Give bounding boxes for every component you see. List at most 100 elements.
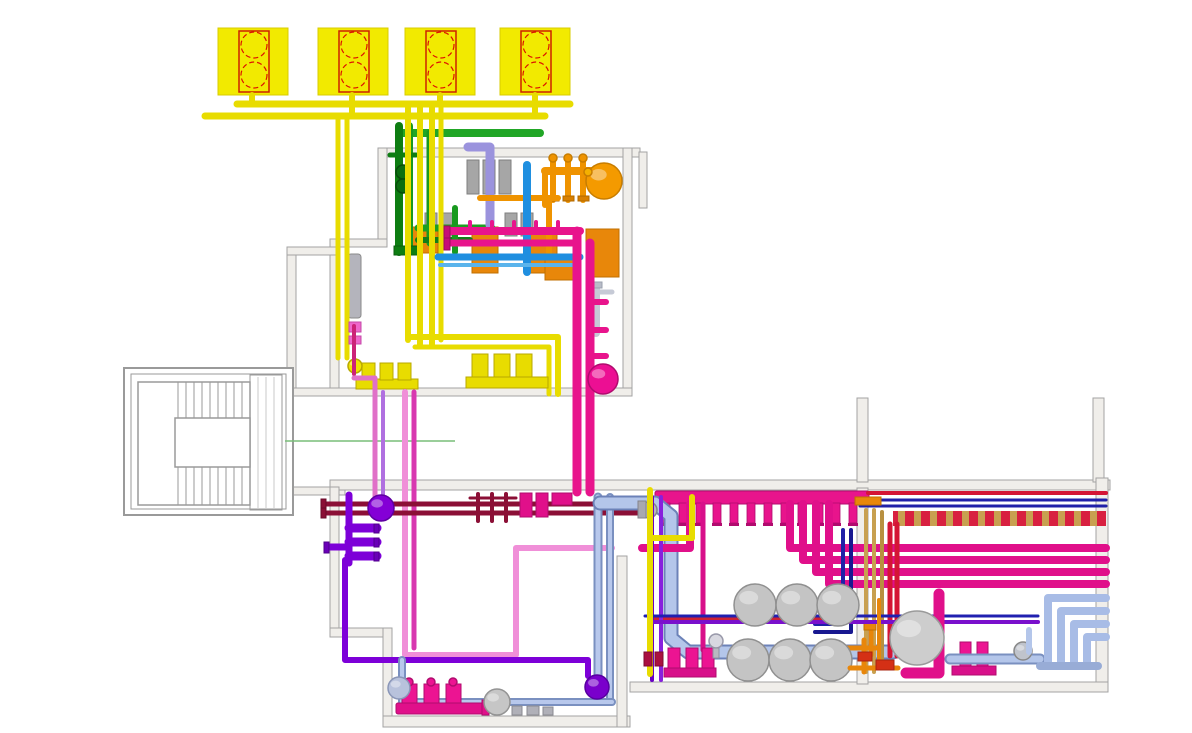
wall-segment xyxy=(286,246,340,256)
unit-fan-housing xyxy=(338,30,370,93)
gray-sphere-tank xyxy=(816,583,860,627)
gray-sphere-tank xyxy=(768,638,812,682)
gray-panel xyxy=(347,253,362,319)
purple-cap xyxy=(373,523,380,534)
purple-cap xyxy=(373,537,380,548)
wall-segment xyxy=(329,486,340,637)
pipe-yellow xyxy=(412,344,552,397)
gray-blue-sphere xyxy=(387,676,411,700)
pump-motor xyxy=(426,677,436,687)
pipe-periwinkle-riser xyxy=(1083,633,1110,666)
pipe-bank-hanger xyxy=(962,511,969,526)
pipe-magenta xyxy=(786,500,1110,552)
large-gray-sphere xyxy=(889,610,945,666)
pipe-magenta xyxy=(812,500,1110,576)
stub-cap xyxy=(678,523,688,526)
gray-sphere-tank xyxy=(733,583,777,627)
sphere-highlight xyxy=(732,645,752,660)
orange-tank xyxy=(585,162,623,200)
gray-sphere xyxy=(483,688,511,716)
maroon-valve xyxy=(643,651,653,667)
pipe-bank-hanger xyxy=(946,511,953,526)
gray-equipment xyxy=(466,159,480,195)
pipe-bank-hanger xyxy=(978,511,985,526)
pipe-bank-hanger xyxy=(1074,511,1081,526)
sphere-highlight xyxy=(371,499,383,508)
fan-icon xyxy=(522,61,550,89)
stub-cap xyxy=(746,523,756,526)
yellow-pump xyxy=(493,353,511,378)
magenta-sphere xyxy=(587,363,619,395)
gray-fitting xyxy=(526,705,540,716)
magenta-pump xyxy=(445,683,462,704)
pipe-periwinkle-riser xyxy=(1057,607,1110,666)
pipe-bank-hanger xyxy=(1090,511,1097,526)
magenta-pump xyxy=(701,647,715,669)
unit-fan-housing xyxy=(520,30,552,93)
yellow-pump-header xyxy=(465,376,549,389)
gray-fitting xyxy=(637,500,647,519)
maroon-valve xyxy=(654,651,664,667)
valve-handwheel xyxy=(708,633,724,649)
magenta-header-stubs xyxy=(712,502,722,524)
stair-outline xyxy=(249,374,283,511)
wall-segment xyxy=(638,151,648,209)
sphere-highlight xyxy=(896,619,922,638)
wall-segment xyxy=(856,397,869,483)
gray-fitting xyxy=(542,706,554,716)
magenta-flange xyxy=(443,237,451,251)
orange-flange xyxy=(562,195,575,202)
sphere-highlight xyxy=(1016,644,1025,651)
pipe-pink xyxy=(402,389,615,658)
magenta-header-stubs xyxy=(848,502,858,524)
fan-icon xyxy=(340,61,368,89)
yellow-pump xyxy=(515,353,533,378)
pipe-periwinkle-riser xyxy=(1044,594,1110,666)
magenta-header-stubs xyxy=(831,502,841,524)
wall-segment xyxy=(616,555,628,728)
purple-sphere xyxy=(584,674,610,700)
sphere-highlight xyxy=(815,645,835,660)
orange-cap xyxy=(578,153,588,163)
stub-cap xyxy=(780,523,790,526)
pipe-periwinkle-riser xyxy=(1070,620,1110,666)
pipe-magenta xyxy=(900,588,945,679)
sphere-highlight xyxy=(487,693,499,702)
gray-fitting xyxy=(511,705,523,716)
fan-icon xyxy=(427,61,455,89)
stair-outline xyxy=(174,417,251,468)
magenta-header-stubs xyxy=(746,502,756,524)
wall-segment xyxy=(382,627,393,727)
valve-body xyxy=(712,647,720,659)
magenta-flange xyxy=(443,225,451,239)
gray-sphere-tank xyxy=(809,638,853,682)
magenta-pump xyxy=(685,647,699,669)
pipe-bank-hanger xyxy=(914,511,921,526)
pipe-magenta xyxy=(825,500,1110,588)
pipe-bank-hanger xyxy=(1010,511,1017,526)
magenta-fitting xyxy=(551,492,573,506)
sphere-highlight xyxy=(390,680,401,688)
fan-icon xyxy=(240,31,268,59)
sphere-highlight xyxy=(781,590,801,605)
stub-cap xyxy=(712,523,722,526)
purple-sphere xyxy=(367,494,395,522)
orange-cap xyxy=(563,153,573,163)
pipe-bank-hanger xyxy=(898,511,905,526)
wall-segment xyxy=(629,681,1109,693)
wall-segment xyxy=(329,479,1111,491)
magenta-header-stubs xyxy=(729,502,739,524)
fan-icon xyxy=(340,31,368,59)
wall-segment xyxy=(1092,397,1105,483)
yellow-pump xyxy=(397,362,412,381)
gray-equipment xyxy=(498,159,512,195)
pipe-bank-hanger xyxy=(930,511,937,526)
stub-cap xyxy=(729,523,739,526)
red-valve xyxy=(875,659,895,671)
purple-cap xyxy=(373,551,380,562)
magenta-fitting xyxy=(535,492,549,518)
pump-motor xyxy=(448,677,458,687)
maroon-flange xyxy=(320,507,327,519)
